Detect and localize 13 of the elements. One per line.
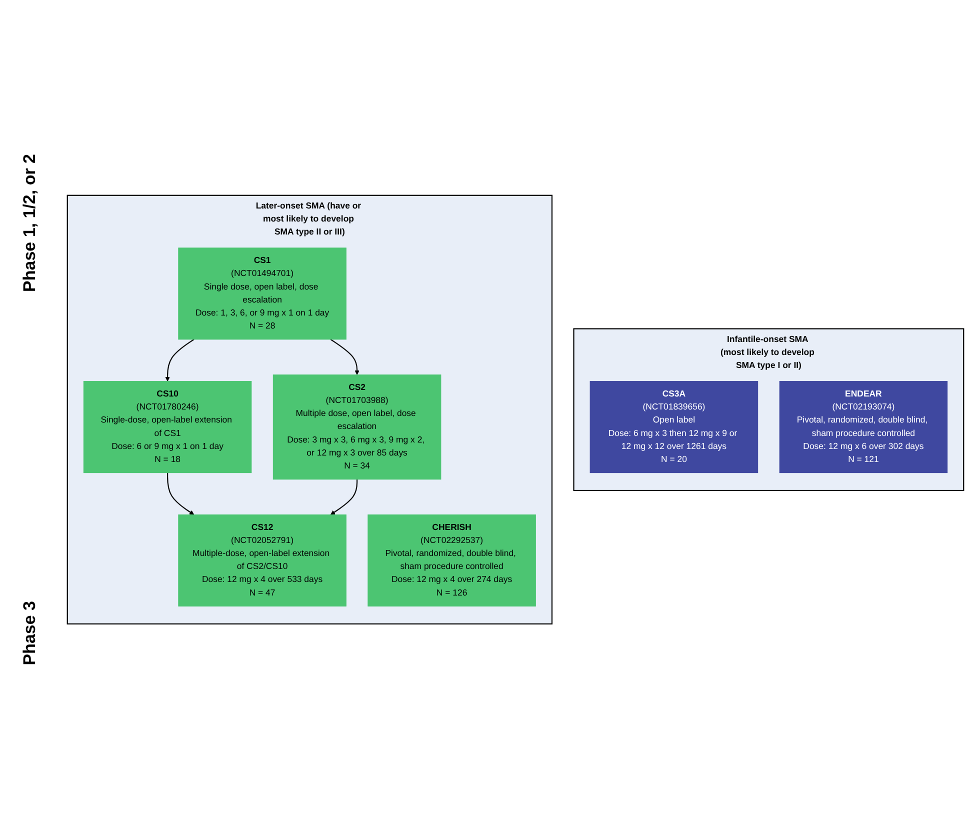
phase-label: Phase 1, 1/2, or 2 [20, 154, 40, 292]
node-box: CS10 (NCT01780246) Single-dose, open-label extension of CS1 Dose: 6 or 9 mg x 1 on 1 day N = 18 [83, 381, 252, 474]
node-box: ENDEAR (NCT02193074) Pivotal, randomized, double blind, sham procedure controlled Dose: 12 mg x 6 over 302 days N = 121 [779, 381, 948, 474]
phase-label: Phase 3 [20, 601, 40, 666]
node-box: CS3A (NCT01839656) Open label Dose: 6 mg x 3 then 12 mg x 9 or 12 mg x 12 over 1261 days N = 20 [590, 381, 758, 474]
node-box: CS2 (NCT01703988) Multiple dose, open label, dose escalation Dose: 3 mg x 3, 6 mg x 3, 9 mg x 2, or 12 mg x 3 over 85 days N = 34 [272, 374, 442, 480]
arrow [167, 473, 194, 516]
node-box: CHERISH (NCT02292537) Pivotal, randomized, double blind, sham procedure controlled Dose: 12 mg x 4 over 274 days N = 126 [368, 514, 536, 607]
arrow [165, 339, 194, 382]
node-box: CS12 (NCT02052791) Multiple-dose, open-label extension of CS2/CS10 Dose: 12 mg x 4 over 533 days N = 47 [178, 514, 346, 607]
node-box: CS1 (NCT01494701) Single dose, open label, dose escalation Dose: 1, 3, 6, or 9 mg x 1 on 1 day N = 28 [178, 248, 346, 340]
arrow [330, 480, 358, 516]
arrow [330, 339, 360, 376]
